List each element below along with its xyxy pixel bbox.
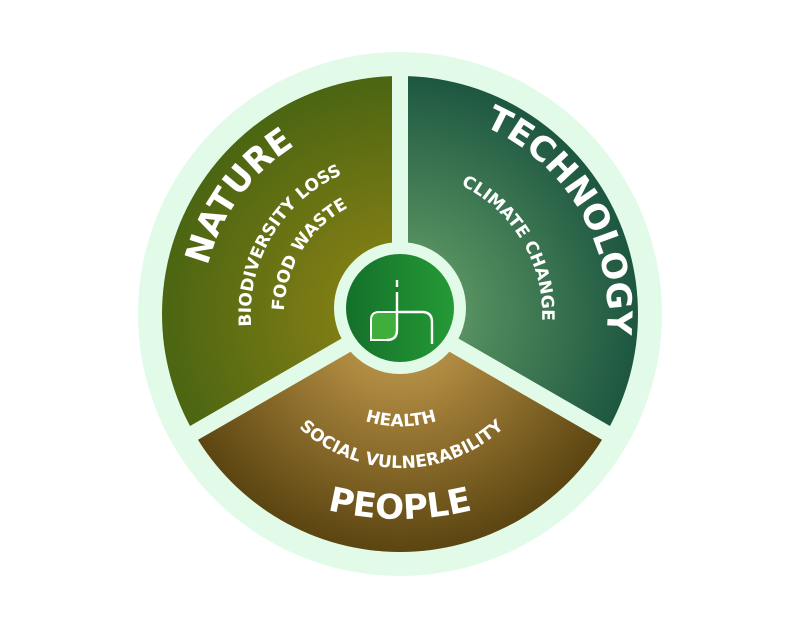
center-logo-circle	[346, 254, 454, 362]
dh-leaf-logo-icon	[370, 280, 434, 344]
segment-people[interactable]	[193, 314, 607, 552]
